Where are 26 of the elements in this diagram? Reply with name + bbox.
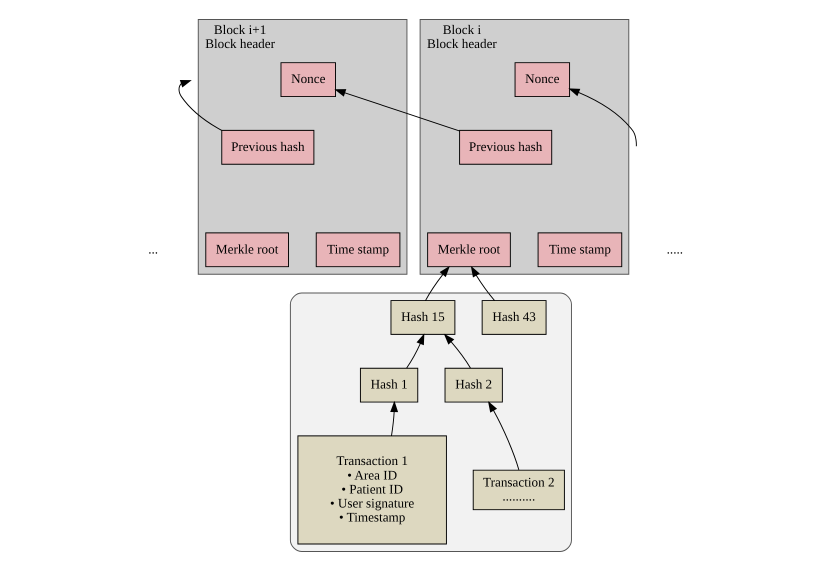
arrow <box>443 334 470 369</box>
node-box: Time stamp <box>537 232 622 268</box>
node-box: Merkle root <box>426 232 510 268</box>
node-box: Merkle root <box>204 232 288 268</box>
cluster <box>289 292 572 552</box>
node-box: Transaction 1 • Area ID • Patient ID • User signature • Timestamp <box>296 435 446 544</box>
node-box: Previous hash <box>458 130 552 165</box>
arrow <box>178 80 222 131</box>
arrow <box>487 400 519 470</box>
node-box: Transaction 2 .......... <box>472 470 564 510</box>
arrow <box>406 333 424 369</box>
node-box: Hash 43 <box>481 300 546 335</box>
node-box: Hash 1 <box>359 368 418 403</box>
arrow <box>470 266 494 301</box>
arrow <box>390 400 398 436</box>
arrow <box>568 88 636 147</box>
node-box: Previous hash <box>220 130 314 165</box>
node-box: Nonce <box>514 62 570 98</box>
label: ..... <box>666 241 683 256</box>
node-box: Nonce <box>280 62 336 98</box>
arrow <box>424 266 450 301</box>
arrow <box>334 89 460 132</box>
node-box: Time stamp <box>315 232 400 268</box>
node-box: Hash 15 <box>390 300 455 335</box>
label: ... <box>148 241 158 256</box>
node-box: Hash 2 <box>444 368 502 403</box>
